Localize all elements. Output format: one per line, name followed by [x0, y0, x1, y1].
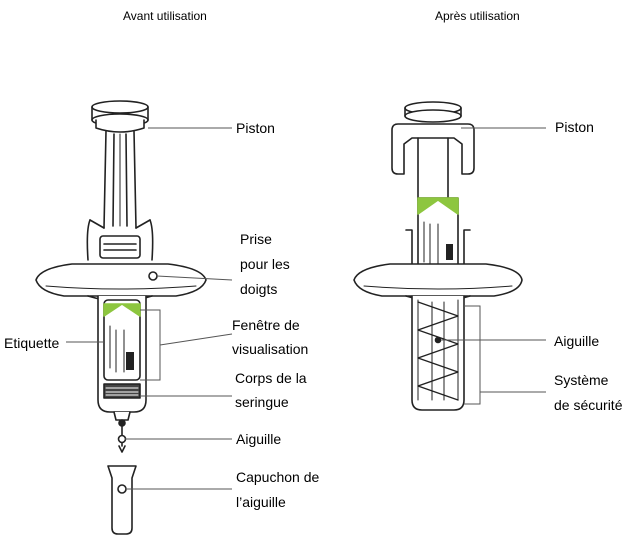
after-syringe-illustration	[353, 101, 523, 411]
label-finger-grip-line2: pour les	[240, 256, 290, 272]
label-before-needle: Aiguille	[236, 431, 282, 447]
after-plunger-head	[404, 101, 462, 123]
before-finger-grip	[35, 263, 207, 302]
label-before-piston: Piston	[236, 120, 275, 136]
before-plunger-head	[91, 100, 149, 133]
after-spring	[417, 301, 459, 401]
leader-before-window	[140, 309, 233, 381]
label-finger-grip-line1: Prise	[240, 231, 272, 247]
after-label-window	[405, 197, 471, 269]
after-use-title: Après utilisation	[435, 9, 520, 23]
label-safety-line1: Système	[554, 372, 609, 388]
leader-after-safety	[464, 305, 546, 405]
leader-before-grip	[156, 275, 233, 281]
before-needle-cap	[107, 465, 137, 535]
label-window-line2: visualisation	[232, 341, 309, 357]
label-finger-grip-line3: doigts	[240, 281, 278, 297]
label-cap-line2: l’aiguille	[236, 494, 286, 510]
before-needle	[117, 425, 127, 453]
label-barrel-line1: Corps de la	[235, 370, 307, 386]
before-use-title: Avant utilisation	[123, 9, 207, 23]
label-after-piston: Piston	[555, 119, 594, 135]
label-cap-line1: Capuchon de	[236, 469, 320, 485]
label-window-line1: Fenêtre de	[232, 317, 300, 333]
label-barrel-line2: seringue	[235, 394, 289, 410]
after-safety-sleeve	[411, 295, 465, 411]
before-plunger-rod	[103, 130, 137, 229]
before-upper-housing	[86, 219, 154, 261]
label-etiquette: Etiquette	[4, 335, 60, 351]
after-finger-grip	[353, 263, 523, 302]
label-after-needle: Aiguille	[554, 333, 600, 349]
after-flange-housing	[391, 123, 475, 201]
before-syringe-illustration	[35, 100, 207, 535]
before-barrel	[97, 295, 147, 427]
label-safety-line2: de sécurité	[554, 397, 623, 413]
